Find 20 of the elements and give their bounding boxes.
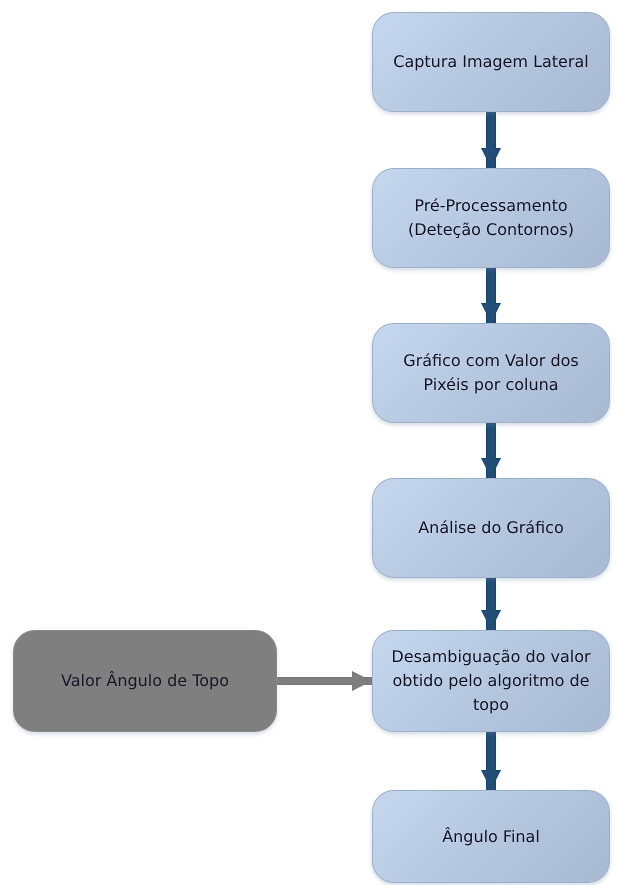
arrow <box>481 578 501 630</box>
process-box <box>372 790 610 883</box>
arrow <box>481 268 501 323</box>
box-label: Pré-Processamento (Deteção Contornos) <box>407 195 575 241</box>
box-label: Análise do Gráfico <box>418 517 564 539</box>
process-box <box>372 168 610 268</box>
box-label: Gráfico com Valor dos Pixéis por coluna <box>402 350 580 396</box>
arrow <box>277 671 372 691</box>
box-label: Captura Imagem Lateral <box>393 51 589 73</box>
process-box <box>372 630 610 732</box>
box-label: Ângulo Final <box>442 826 540 848</box>
box-label: Desambiguação do valor obtido pelo algoritmo de topo <box>390 646 592 716</box>
process-box <box>372 323 610 423</box>
arrow <box>481 112 501 168</box>
process-box <box>372 12 610 112</box>
arrow <box>481 732 501 790</box>
input-box <box>13 630 277 732</box>
box-label: Valor Ângulo de Topo <box>61 670 229 692</box>
process-box <box>372 478 610 578</box>
arrow <box>481 423 501 478</box>
